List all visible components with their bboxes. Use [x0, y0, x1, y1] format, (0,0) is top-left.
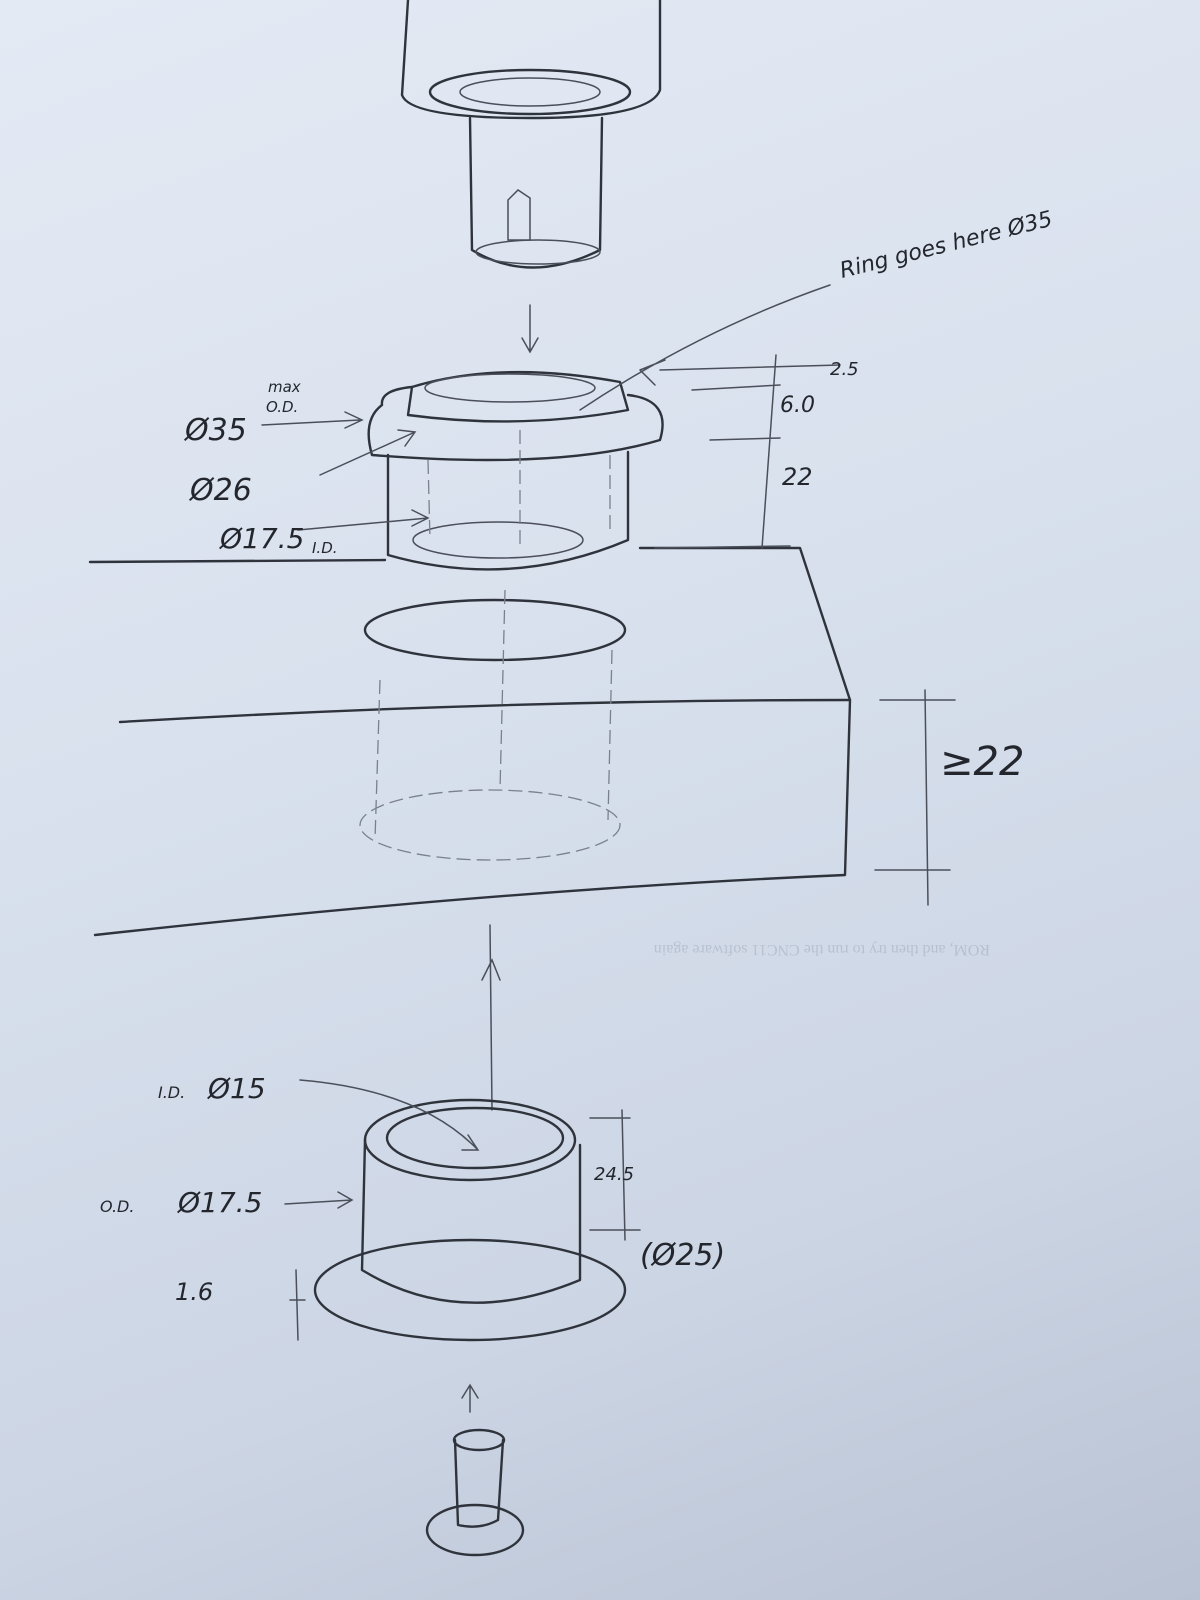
pin — [425, 1383, 525, 1557]
flange-thickness-label: 1.6 — [175, 1278, 213, 1306]
plate-thickness-dimension — [874, 689, 956, 906]
flange-dia-label: (Ø25) — [640, 1238, 725, 1273]
id-suffix-label: I.D. — [312, 539, 338, 557]
plate — [88, 546, 852, 937]
dim-22-label: 22 — [782, 463, 813, 491]
top-punch — [400, 0, 662, 354]
bush-height-label: 24.5 — [594, 1164, 634, 1185]
dia-26-label: Ø26 — [188, 473, 252, 508]
plate-thickness-label: ≥22 — [940, 739, 1024, 785]
dim-2-5-label: 2.5 — [830, 359, 859, 380]
flange-dimensions — [261, 284, 841, 549]
dia-35-label: Ø35 — [183, 413, 247, 448]
flanged-bushing-upper — [367, 370, 664, 571]
bush-od-label: Ø17.5 — [177, 1186, 262, 1219]
max-od-label: O.D. — [266, 398, 298, 416]
insert-direction-arrow — [481, 924, 501, 1111]
dim-6-0-label: 6.0 — [780, 393, 815, 418]
bush-od-prefix: O.D. — [100, 1197, 134, 1216]
bush-id-label: Ø15 — [207, 1072, 266, 1105]
ring-note-label: Ring goes here Ø35 — [837, 207, 1055, 284]
bush-id-prefix: I.D. — [158, 1083, 185, 1102]
bottom-flanged-bushing — [284, 1079, 641, 1342]
bleed-through-text: ROM, and then try to run the CNC11 softw… — [654, 941, 990, 958]
max-label: max — [268, 378, 301, 396]
dia-17-5-label: Ø17.5 — [219, 522, 304, 555]
